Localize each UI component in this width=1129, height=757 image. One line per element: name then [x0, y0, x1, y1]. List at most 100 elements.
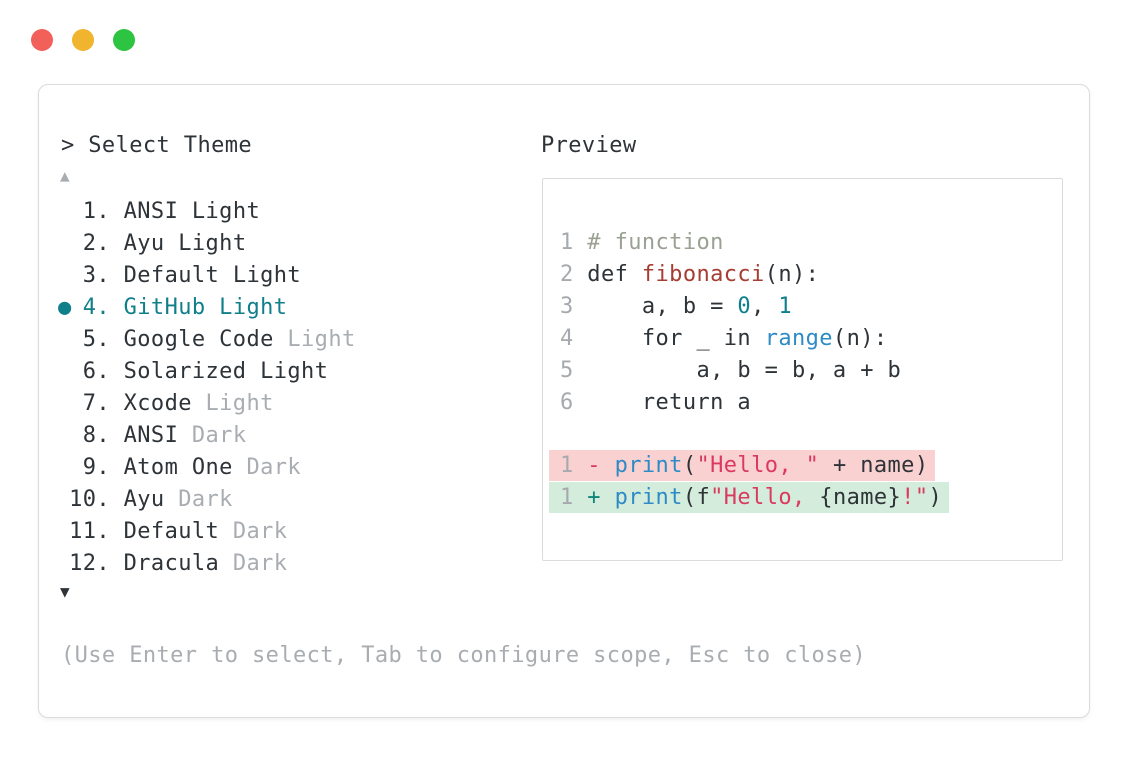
code-token-lineno: 2	[560, 262, 588, 287]
selected-bullet-icon: ●	[58, 295, 72, 320]
theme-item-name: Ayu	[110, 487, 165, 512]
code-token-text: (n):	[764, 262, 820, 287]
theme-item-name: Google Code	[110, 327, 274, 352]
code-token-text: def	[587, 262, 642, 287]
theme-item-number: 10.	[69, 487, 110, 512]
theme-item-name: Default	[110, 519, 220, 544]
close-button[interactable]	[31, 29, 53, 51]
keyboard-hint: (Use Enter to select, Tab to configure s…	[61, 643, 867, 668]
theme-item-name: GitHub	[110, 295, 206, 320]
theme-item-name: Atom One	[110, 455, 233, 480]
theme-item-number: 4.	[82, 295, 110, 320]
theme-item-variant: Light	[273, 327, 356, 352]
code-token-text: a, b =	[587, 294, 738, 319]
theme-item-variant: Light	[191, 391, 274, 416]
code-line: 1 # function	[560, 227, 901, 259]
minimize-button[interactable]	[72, 29, 94, 51]
theme-item-variant: Dark	[232, 455, 302, 480]
theme-item-number: 7.	[82, 391, 110, 416]
theme-item-variant: Light	[219, 263, 302, 288]
zoom-button[interactable]	[113, 29, 135, 51]
theme-item-variant: Dark	[219, 551, 288, 576]
diff-line-added: 1 + print(f"Hello, {name}!")	[549, 482, 950, 513]
theme-item-variant: Light	[164, 231, 247, 256]
theme-item-name: ANSI	[110, 423, 179, 448]
theme-item-number: 1.	[82, 199, 110, 224]
code-line: 2 def fibonacci(n):	[560, 259, 901, 291]
code-token-number: 0	[737, 294, 752, 319]
select-theme-prompt: > Select Theme	[61, 133, 253, 158]
theme-item-dracula[interactable]: 12. Dracula Dark	[39, 548, 509, 580]
theme-item-name: Default	[110, 263, 220, 288]
code-line: 3 a, b = 0, 1	[560, 291, 901, 323]
code-token-call: print	[614, 453, 683, 478]
code-token-lineno: 1	[560, 453, 574, 478]
theme-item-number: 12.	[69, 551, 110, 576]
code-token-text: )	[928, 485, 943, 510]
code-token-text: return a	[587, 390, 752, 415]
window-controls	[31, 29, 135, 51]
theme-item-variant: Dark	[219, 519, 288, 544]
theme-item-atom-one[interactable]: 9. Atom One Dark	[39, 452, 509, 484]
code-token-minus: -	[573, 453, 615, 478]
theme-item-ansi[interactable]: 8. ANSI Dark	[39, 420, 509, 452]
code-token-text: (f	[682, 485, 711, 510]
theme-item-google-code[interactable]: 5. Google Code Light	[39, 324, 509, 356]
theme-item-name: Xcode	[110, 391, 192, 416]
theme-item-ayu[interactable]: 10. Ayu Dark	[39, 484, 509, 516]
code-token-text: a, b = b, a + b	[587, 358, 902, 383]
theme-item-default[interactable]: 11. Default Dark	[39, 516, 509, 548]
code-token-text: {name}	[819, 485, 902, 510]
preview-title: Preview	[541, 133, 637, 158]
scroll-up-icon[interactable]: ▲	[60, 166, 70, 185]
code-token-comment: # function	[587, 230, 724, 255]
theme-item-variant: Light	[246, 359, 329, 384]
theme-item-ansi[interactable]: 1. ANSI Light	[39, 196, 509, 228]
theme-item-number: 2.	[82, 231, 110, 256]
theme-item-variant: Light	[178, 199, 261, 224]
code-token-lineno: 3	[560, 294, 588, 319]
theme-item-xcode[interactable]: 7. Xcode Light	[39, 388, 509, 420]
code-token-lineno: 1	[560, 230, 588, 255]
code-token-string: "Hello,	[710, 485, 820, 510]
scroll-down-icon[interactable]: ▼	[60, 582, 70, 601]
theme-item-name: ANSI	[110, 199, 179, 224]
theme-item-solarized[interactable]: 6. Solarized Light	[39, 356, 509, 388]
code-token-plus: +	[573, 485, 615, 510]
code-token-text: (n):	[832, 326, 888, 351]
theme-item-number: 5.	[82, 327, 110, 352]
theme-item-default[interactable]: 3. Default Light	[39, 260, 509, 292]
theme-item-name: Solarized	[110, 359, 247, 384]
code-token-call: print	[614, 485, 683, 510]
code-token-string: "Hello, "	[696, 453, 820, 478]
code-token-lineno: 1	[560, 485, 574, 510]
code-token-lineno: 4	[560, 326, 588, 351]
diff-line-removed: 1 - print("Hello, " + name)	[549, 450, 936, 481]
theme-item-number: 11.	[69, 519, 110, 544]
code-token-text: ,	[751, 294, 779, 319]
theme-item-number: 3.	[82, 263, 110, 288]
code-token-text: (	[682, 453, 697, 478]
theme-item-github[interactable]: ●4. GitHub Light	[39, 292, 509, 324]
code-token-lineno: 6	[560, 390, 588, 415]
theme-item-ayu[interactable]: 2. Ayu Light	[39, 228, 509, 260]
code-token-call: range	[764, 326, 833, 351]
code-token-func: fibonacci	[641, 262, 765, 287]
code-token-lineno: 5	[560, 358, 588, 383]
theme-item-number: 8.	[82, 423, 110, 448]
code-token-text: for _ in	[587, 326, 765, 351]
code-line: 4 for _ in range(n):	[560, 323, 901, 355]
diff-preview: 1 - print("Hello, " + name)1 + print(f"H…	[549, 450, 950, 514]
code-line: 5 a, b = b, a + b	[560, 355, 901, 387]
theme-item-number: 6.	[82, 359, 110, 384]
theme-item-variant: Dark	[164, 487, 233, 512]
theme-item-number: 9.	[82, 455, 110, 480]
code-token-string: !"	[901, 485, 929, 510]
theme-item-name: Dracula	[110, 551, 220, 576]
code-line: 6 return a	[560, 387, 901, 419]
